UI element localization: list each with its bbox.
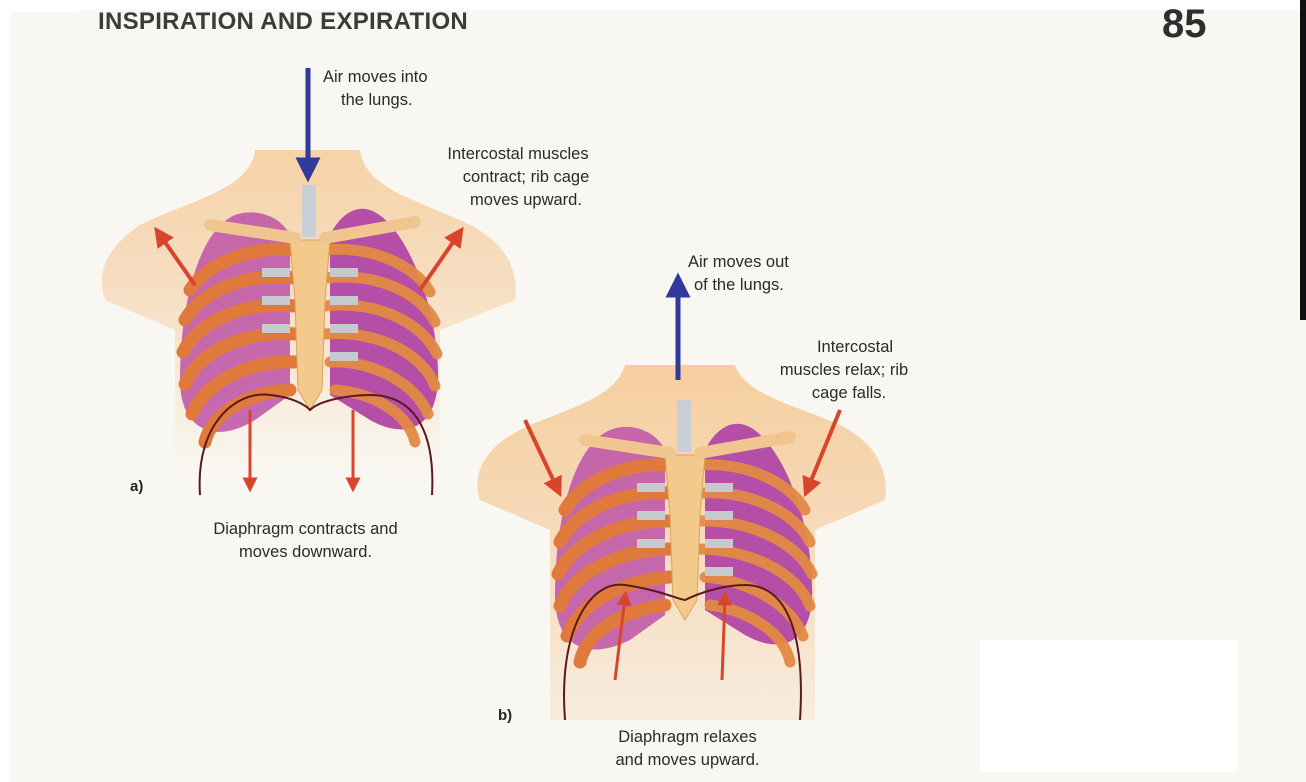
panel-b-tag: b) — [498, 707, 512, 724]
air-out-label: Air moves out of the lungs. — [688, 251, 789, 297]
intercostal-relax-label: Intercostal muscles relax; rib cage fall… — [770, 336, 918, 405]
diaphragm-relax-label: Diaphragm relaxes and moves upward. — [600, 726, 775, 772]
torso-b — [477, 365, 885, 720]
blank-patch — [980, 640, 1238, 772]
diaphragm-contract-label: Diaphragm contracts and moves downward. — [198, 518, 413, 564]
intercostal-contract-label: Intercostal muscles contract; rib cage m… — [438, 143, 598, 212]
air-in-label: Air moves into the lungs. — [323, 66, 428, 112]
panel-a-tag: a) — [130, 478, 143, 495]
